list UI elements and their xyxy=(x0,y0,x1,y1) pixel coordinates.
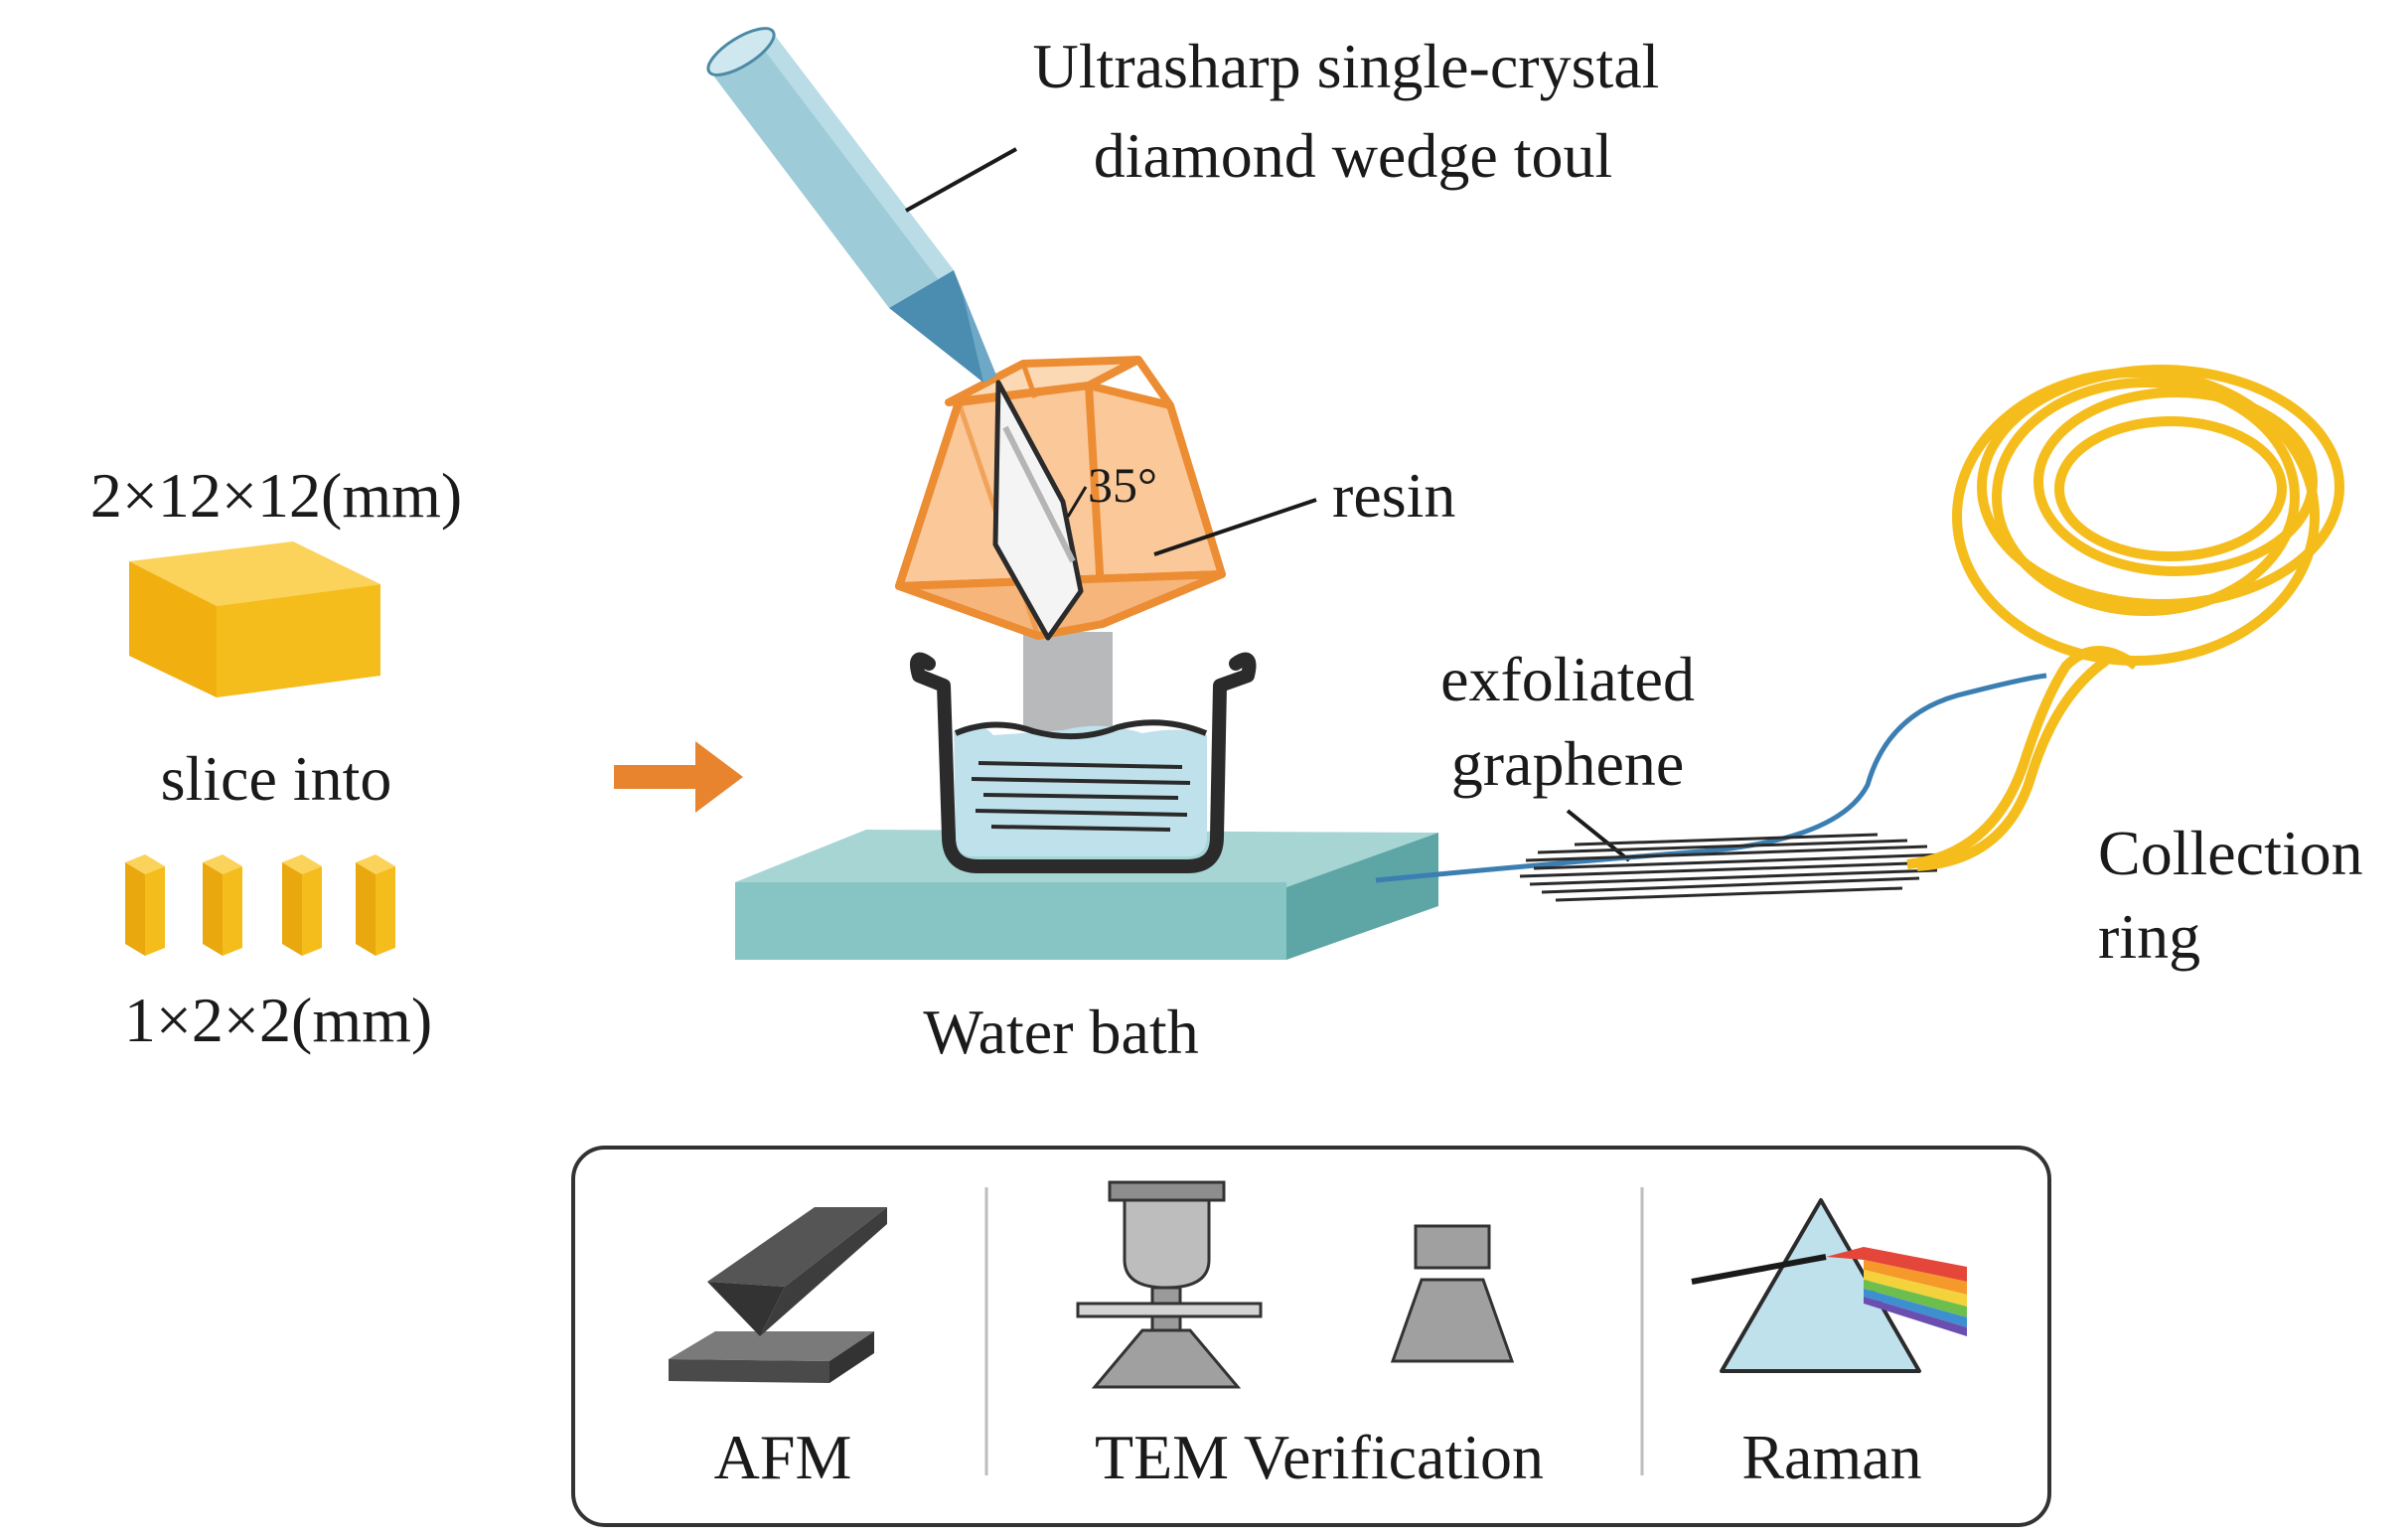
prism-icon xyxy=(1691,1198,1967,1373)
base-slab xyxy=(735,830,1438,960)
afm-icon xyxy=(669,1207,887,1383)
exfoliated-graphene-sheet xyxy=(1519,833,1948,902)
slice-1 xyxy=(125,854,165,956)
detector-icon xyxy=(1390,1224,1515,1363)
transfer-fiber xyxy=(1375,673,2047,883)
resin-leader-line xyxy=(1153,498,1317,556)
graphene-label-line1: exfoliated xyxy=(1440,644,1695,714)
ring-label-line1: Collection xyxy=(2098,818,2363,888)
resin-label: resin xyxy=(1332,460,1455,531)
tool-label-line1: Ultrasharp single-crystal xyxy=(1033,31,1660,101)
tool-label-line2: diamond wedge toul xyxy=(1094,120,1613,191)
angle-arc xyxy=(1066,486,1088,518)
sample-post xyxy=(1023,632,1113,731)
diamond-tool xyxy=(706,27,996,383)
slice-4 xyxy=(356,854,395,956)
small-gold-slices xyxy=(125,854,395,956)
diamond-wedge-blade xyxy=(992,380,1084,641)
afm-label: AFM xyxy=(714,1422,852,1492)
verification-panel xyxy=(571,1146,2051,1527)
big-block-dims: 2×12×12(mm) xyxy=(90,460,462,531)
graphene-leader-line xyxy=(1566,809,1631,862)
ring-label-line2: ring xyxy=(2098,901,2200,972)
slice-into-label: slice into xyxy=(161,743,392,814)
slice-2 xyxy=(203,854,242,956)
arrow-right-icon xyxy=(614,741,743,813)
tool-leader-line xyxy=(905,147,1017,213)
tem-label: TEM Verification xyxy=(1095,1422,1544,1492)
big-gold-block xyxy=(129,541,380,697)
angle-label: 35° xyxy=(1088,457,1157,513)
slice-3 xyxy=(282,854,322,956)
small-slice-dims: 1×2×2(mm) xyxy=(124,985,432,1055)
collection-ring xyxy=(1906,365,2344,871)
tem-icon xyxy=(1076,1180,1263,1389)
water-bath xyxy=(910,652,1257,873)
raman-label: Raman xyxy=(1741,1422,1921,1492)
graphene-label-line2: graphene xyxy=(1451,728,1685,799)
water-bath-label: Water bath xyxy=(923,997,1198,1067)
